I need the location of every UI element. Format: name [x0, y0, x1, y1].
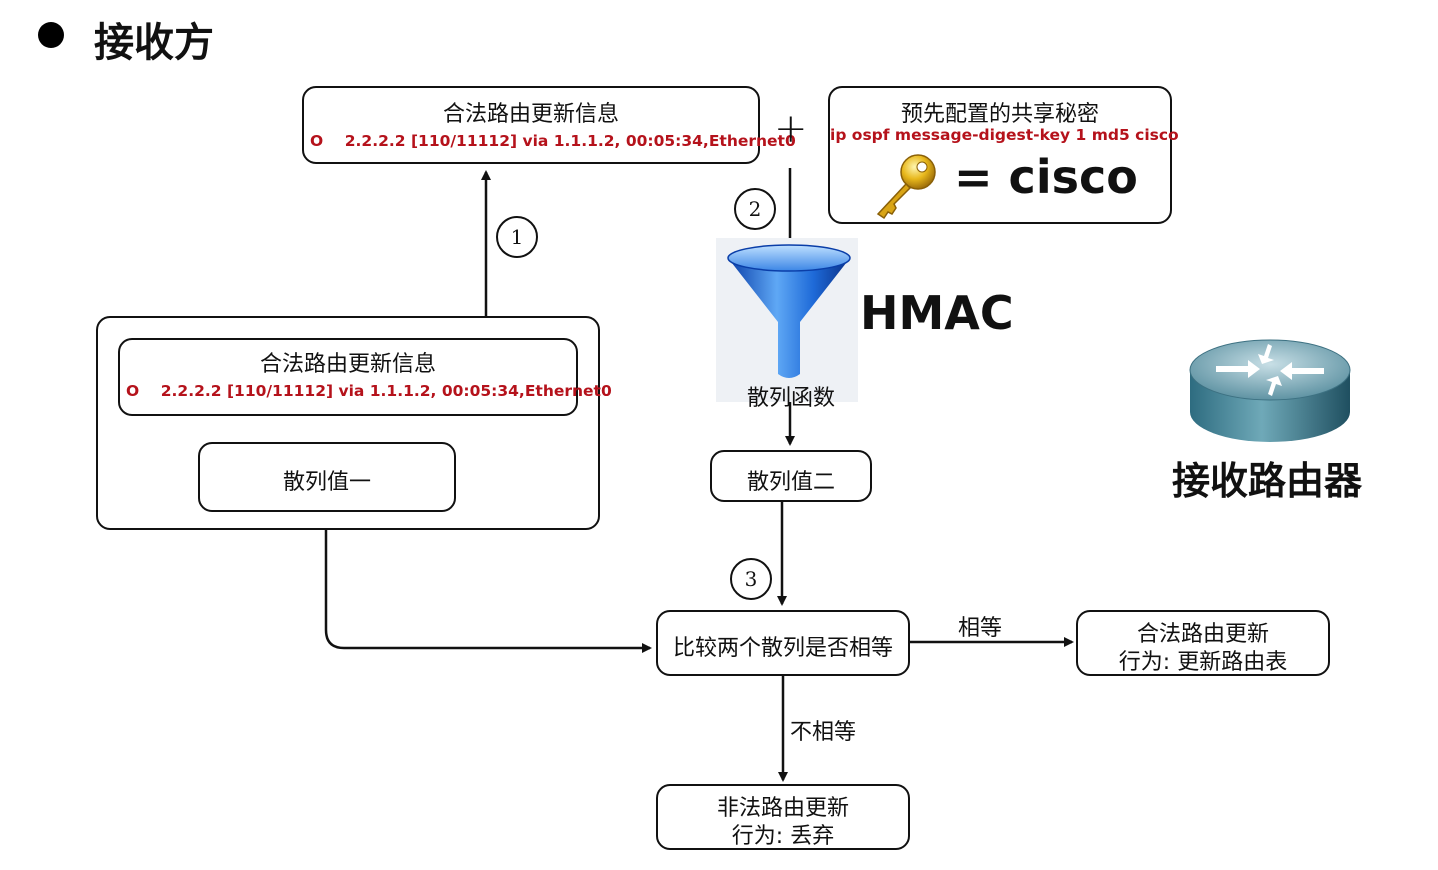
- hmac-label: HMAC: [860, 286, 1014, 340]
- hash-two-label: 散列值二: [746, 470, 835, 495]
- plus-sign: +: [774, 106, 808, 152]
- equal-branch-label: 相等: [958, 616, 1003, 641]
- unequal-result-line2: 行为: 丢弃: [731, 824, 835, 849]
- shared-secret-command: ip ospf message-digest-key 1 md5 cisco: [830, 126, 1179, 144]
- header-bullet: [38, 22, 64, 48]
- arrow-hash1-to-compare: [324, 512, 652, 653]
- unequal-result-box: 非法路由更新 行为: 丢弃: [656, 784, 910, 850]
- shared-secret-title: 预先配置的共享秘密: [900, 102, 1099, 127]
- hash-one-label: 散列值一: [282, 470, 371, 495]
- step-3-marker: 3: [730, 558, 772, 600]
- step-2-marker: 2: [734, 188, 776, 230]
- funnel-icon: [727, 244, 851, 378]
- router-icon: [1189, 339, 1351, 442]
- unequal-branch-label: 不相等: [790, 720, 857, 745]
- shared-secret-box: 预先配置的共享秘密 ip ospf message-digest-key 1 m…: [828, 86, 1179, 224]
- received-update-route: O 2.2.2.2 [110/11112] via 1.1.1.2, 00:05…: [126, 382, 612, 400]
- hash-two-box: 散列值二: [710, 450, 872, 502]
- compare-label: 比较两个散列是否相等: [672, 636, 893, 661]
- compare-box: 比较两个散列是否相等: [656, 610, 910, 676]
- equal-result-line1: 合法路由更新: [1136, 622, 1269, 647]
- step-1-marker: 1: [496, 216, 538, 258]
- top-update-route: O 2.2.2.2 [110/11112] via 1.1.1.2, 00:05…: [310, 132, 796, 150]
- shared-secret-value: = cisco: [954, 150, 1138, 204]
- unequal-result-line1: 非法路由更新: [716, 796, 849, 821]
- page-title: 接收方: [94, 20, 214, 66]
- equal-result-box: 合法路由更新 行为: 更新路由表: [1076, 610, 1330, 676]
- received-update-box: 合法路由更新信息 O 2.2.2.2 [110/11112] via 1.1.1…: [118, 338, 612, 416]
- received-update-title: 合法路由更新信息: [259, 352, 436, 377]
- key-icon: [876, 154, 936, 220]
- hash-one-box: 散列值一: [198, 442, 456, 512]
- router-label: 接收路由器: [1172, 459, 1363, 503]
- hash-function-caption: 散列函数: [746, 386, 835, 411]
- top-update-title: 合法路由更新信息: [442, 102, 619, 127]
- top-update-box: 合法路由更新信息 O 2.2.2.2 [110/11112] via 1.1.1…: [302, 86, 796, 164]
- equal-result-line2: 行为: 更新路由表: [1118, 650, 1288, 675]
